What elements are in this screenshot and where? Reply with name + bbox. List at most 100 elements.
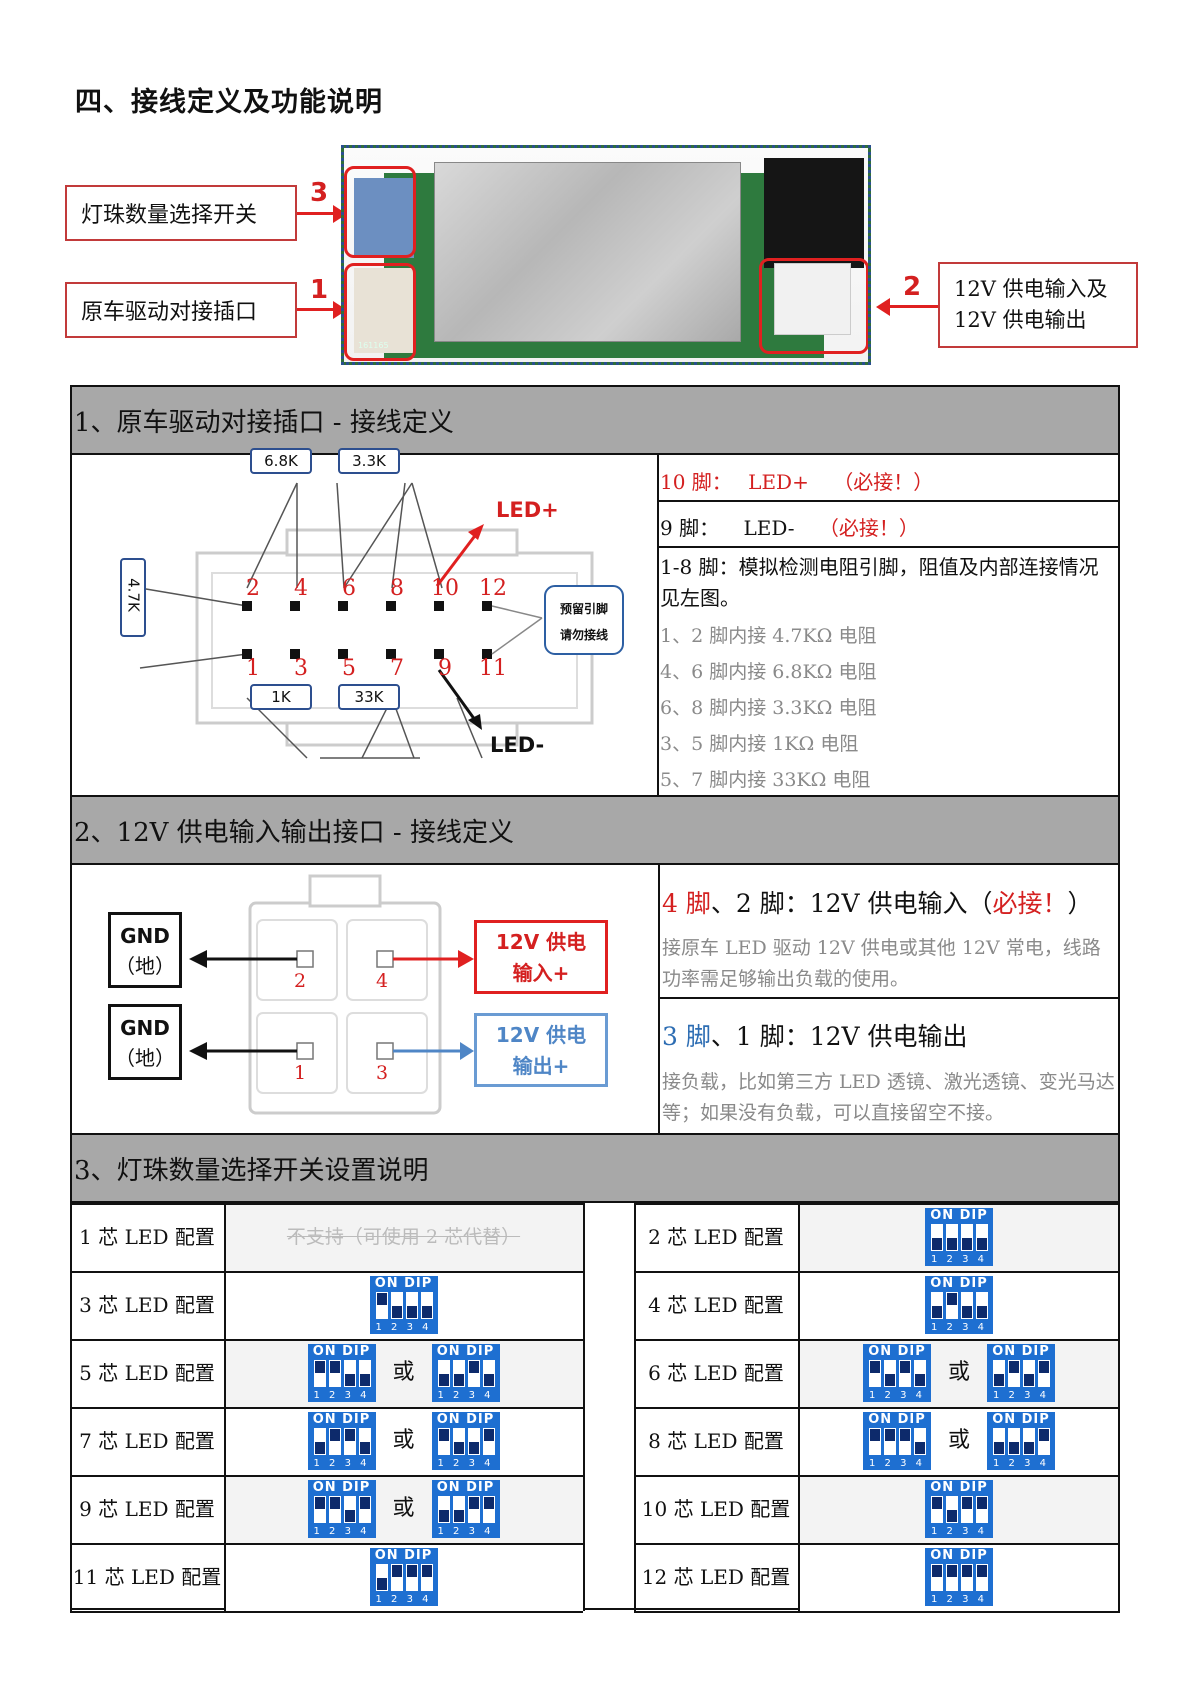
callout-driver-socket-label: 原车驱动对接插口 xyxy=(81,300,258,325)
dip-lever xyxy=(884,1360,896,1387)
callout-dip-switch: 灯珠数量选择开关 xyxy=(65,185,297,241)
pin-square xyxy=(376,950,394,968)
callout-number-3: 3 xyxy=(310,178,329,208)
led-config-label: 5 芯 LED 配置 xyxy=(79,1361,215,1385)
arrowhead-icon xyxy=(189,1042,207,1060)
cell-background xyxy=(798,1339,1120,1407)
dip-lever xyxy=(343,1428,356,1455)
led-config-label: 4 芯 LED 配置 xyxy=(648,1293,784,1317)
grid-line xyxy=(634,1611,1120,1613)
dip-lever xyxy=(884,1428,896,1455)
resistor-details: 1、2 脚内接 4.7KΩ 电阻 4、6 脚内接 6.8KΩ 电阻 6、8 脚内… xyxy=(660,618,876,798)
dip-knob xyxy=(900,1429,910,1441)
or-label: 或 xyxy=(947,1428,970,1453)
section1-title: 1、原车驱动对接插口 - 接线定义 xyxy=(74,407,454,438)
dip-numbers: 1 2 3 4 xyxy=(437,1458,494,1469)
dip-knob xyxy=(468,1361,479,1373)
grid-line xyxy=(70,1203,583,1205)
resistor-detail: 5、7 脚内接 33KΩ 电阻 xyxy=(660,769,871,791)
output-title-pins: 3 脚 xyxy=(662,1022,711,1051)
grid-line xyxy=(70,1611,583,1613)
arrowhead-icon xyxy=(876,298,890,316)
page-title: 四、接线定义及功能说明 xyxy=(75,87,383,118)
dip-lever xyxy=(437,1496,450,1523)
plug-tab xyxy=(308,874,382,908)
dip-knob xyxy=(977,1238,987,1250)
dip-lever xyxy=(931,1496,943,1523)
dip-lever xyxy=(961,1496,973,1523)
dip-knob xyxy=(994,1374,1004,1386)
led-config-label: 1 芯 LED 配置 xyxy=(79,1225,215,1249)
dip-knob xyxy=(314,1442,325,1454)
dip-lever xyxy=(313,1360,326,1387)
dip-knob xyxy=(438,1429,449,1441)
dip-lever xyxy=(946,1496,958,1523)
dip-lever xyxy=(976,1496,988,1523)
gnd-label-cn: （地） xyxy=(115,1046,175,1070)
dip-on-label: ON DIP xyxy=(930,1480,988,1495)
callout-arrow-2 xyxy=(888,305,938,308)
dip-on-label: ON DIP xyxy=(374,1548,433,1563)
dip-on-label: ON DIP xyxy=(436,1344,495,1359)
pin-number: 1 xyxy=(246,656,260,681)
dip-knob xyxy=(359,1442,370,1454)
dip-lever xyxy=(328,1360,341,1387)
dip-on-label: ON DIP xyxy=(930,1208,988,1223)
grid-line xyxy=(634,1339,1120,1341)
input-title-mid: 、2 脚：12V 供电输入（ xyxy=(710,889,993,918)
dip-lever xyxy=(869,1428,881,1455)
grid-line xyxy=(583,1203,585,1611)
dip-knob xyxy=(932,1306,942,1318)
led-minus-arrow xyxy=(437,669,477,721)
dip-on-label: ON DIP xyxy=(992,1344,1050,1359)
dip-lever xyxy=(343,1496,356,1523)
pin-number: 6 xyxy=(342,576,356,601)
wire xyxy=(343,482,413,589)
dip-lever xyxy=(313,1496,326,1523)
grid-line xyxy=(1118,1203,1120,1611)
dip-knob xyxy=(915,1442,925,1454)
grid-line xyxy=(634,1407,1120,1409)
dip-knob xyxy=(468,1497,479,1509)
dip-knob xyxy=(870,1361,880,1373)
wire xyxy=(139,653,248,669)
dip-lever xyxy=(358,1360,371,1387)
dip-lever xyxy=(1038,1360,1050,1387)
pin-label-2: 2 xyxy=(294,970,307,992)
output-title-rest: 、1 脚：12V 供电输出 xyxy=(710,1022,968,1051)
dip-lever xyxy=(946,1292,958,1319)
grid-line xyxy=(70,1407,583,1409)
input-label-2: 输入+ xyxy=(512,961,570,985)
dip-lever xyxy=(1023,1428,1035,1455)
metal-shield xyxy=(434,162,741,342)
or-label: 或 xyxy=(392,1496,415,1521)
dip-on-label: ON DIP xyxy=(312,1412,371,1427)
grid-line xyxy=(70,1475,583,1477)
dip-numbers: 1 2 3 4 xyxy=(313,1458,370,1469)
dip-knob xyxy=(483,1374,494,1386)
module-photo: 161165 xyxy=(341,145,871,365)
led-config-label: 12 芯 LED 配置 xyxy=(641,1565,791,1589)
dip-lever xyxy=(405,1564,418,1591)
cell-background xyxy=(224,1339,583,1407)
dip-knob xyxy=(421,1565,432,1577)
dip-lever xyxy=(313,1428,326,1455)
dip-knob xyxy=(1039,1361,1049,1373)
dip-knob xyxy=(483,1429,494,1441)
callout-12v-line1: 12V 供电输入及 xyxy=(954,277,1108,301)
dip-knob xyxy=(885,1429,895,1441)
dip-lever xyxy=(328,1496,341,1523)
dip-knob xyxy=(344,1429,355,1441)
grid-line xyxy=(224,1203,226,1611)
divider xyxy=(658,997,1120,999)
highlight-frame-3 xyxy=(344,166,416,258)
dip-lever xyxy=(467,1428,480,1455)
input-box: 12V 供电 输入+ xyxy=(474,920,608,994)
dip-knob xyxy=(1009,1442,1019,1454)
dip-lever xyxy=(437,1428,450,1455)
resistor-4k7: 4.7K xyxy=(120,558,146,637)
